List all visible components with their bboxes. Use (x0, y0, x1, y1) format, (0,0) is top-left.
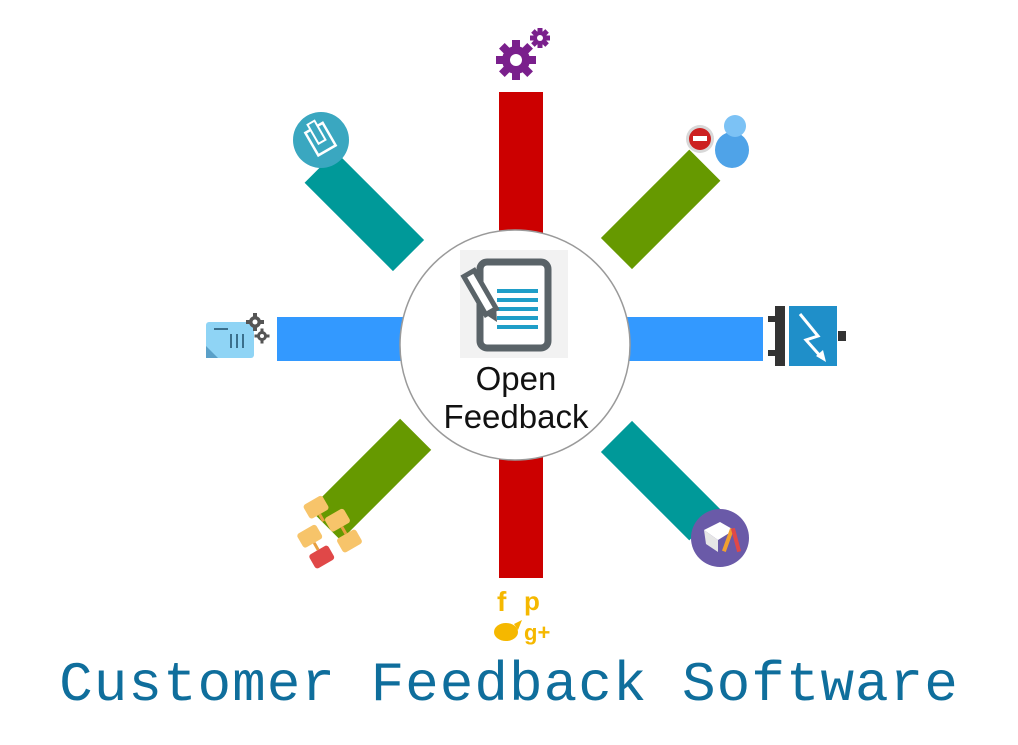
google-plus-icon: g+ (524, 620, 550, 645)
center-label-open: Open (475, 360, 557, 397)
facebook-icon: f (497, 586, 507, 617)
edit-document-icon (293, 112, 349, 168)
spoke-right (625, 317, 763, 361)
feedback-document-icon (460, 250, 568, 358)
social-media-icons: f p g+ (494, 586, 550, 645)
twitter-icon (494, 620, 522, 641)
paint-tools-icon (691, 509, 749, 567)
center-label-feedback: Feedback (443, 398, 589, 435)
spoke-top (499, 92, 543, 237)
pinterest-icon: p (524, 586, 540, 616)
spoke-bottom (499, 450, 543, 578)
user-remove-icon (686, 115, 749, 168)
spoke-top-right (600, 149, 721, 270)
spoke-bottom-right (600, 420, 721, 541)
hierarchy-icon (297, 495, 362, 569)
document-settings-icon (206, 313, 270, 358)
page-title: Customer Feedback Software (59, 653, 959, 717)
spoke-top-left (304, 151, 425, 272)
spoke-left (277, 317, 407, 361)
workflow-arrow-icon (768, 306, 846, 366)
gears-icon (496, 28, 550, 80)
